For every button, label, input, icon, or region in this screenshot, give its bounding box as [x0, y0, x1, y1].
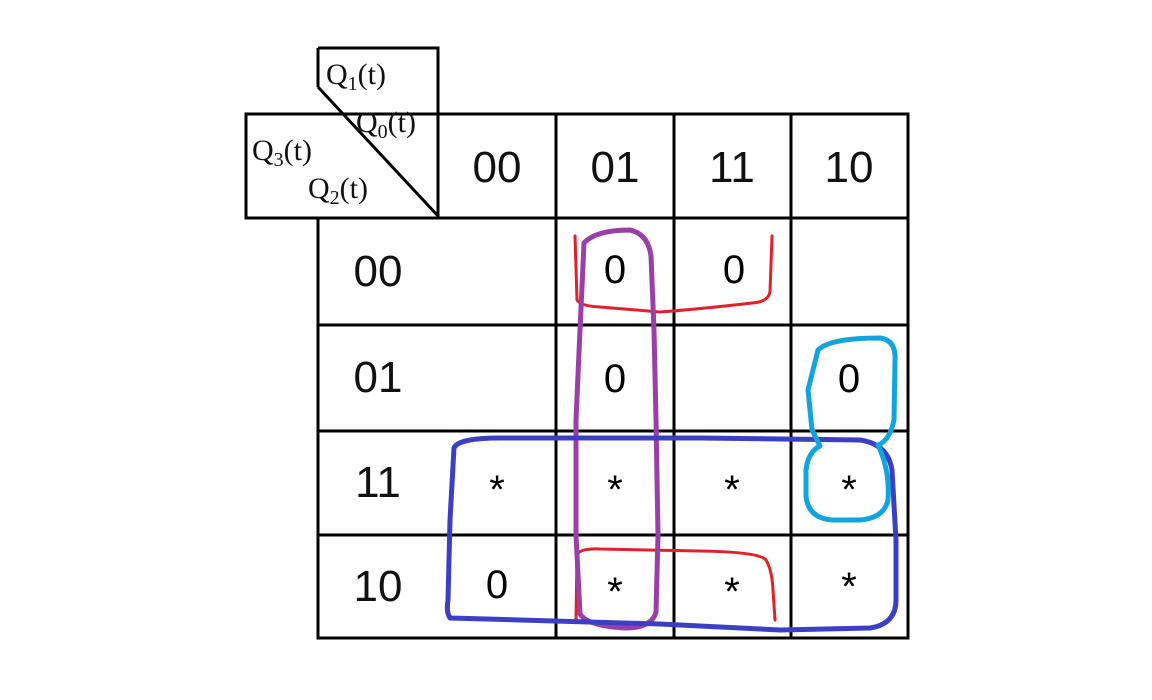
blue-group — [444, 435, 899, 633]
cell-value: * — [841, 565, 857, 609]
row-headers: 00 01 11 10 — [354, 247, 403, 611]
cell-value: * — [841, 468, 857, 512]
row-header: 01 — [354, 353, 403, 402]
row-header: 11 — [355, 458, 401, 507]
cell-value: * — [724, 468, 740, 512]
red-bottom-group — [574, 547, 777, 622]
corner-bottom-variable: Q2(t) — [308, 172, 368, 209]
cell-value: 0 — [723, 248, 745, 292]
map-grid — [316, 112, 910, 640]
corner-right-variable: Q0(t) — [356, 106, 416, 143]
cell-value: 0 — [604, 248, 626, 292]
corner-top-variable: Q1(t) — [326, 58, 386, 95]
column-header: 10 — [825, 143, 874, 192]
cell-value: 0 — [486, 563, 508, 607]
cell-value: * — [607, 468, 623, 512]
cell-value: 0 — [604, 357, 626, 401]
red-top-group — [573, 234, 774, 314]
cyan-group — [803, 335, 898, 523]
row-header: 00 — [354, 247, 403, 296]
column-headers: 00 01 11 10 — [473, 143, 874, 192]
groupings — [444, 227, 899, 633]
cell-value: * — [724, 570, 740, 614]
column-header: 01 — [591, 143, 640, 192]
column-header: 00 — [473, 143, 522, 192]
corner-left-variable: Q3(t) — [252, 134, 312, 171]
map-cells: 0 0 0 0 * * * * 0 * * * — [486, 248, 860, 614]
corner-header: Q1(t) Q0(t) Q3(t) Q2(t) — [244, 46, 440, 220]
cell-value: * — [489, 468, 505, 512]
row-header: 10 — [354, 562, 403, 611]
cell-value: * — [607, 570, 623, 614]
column-header: 11 — [709, 143, 755, 192]
cell-value: 0 — [838, 357, 860, 401]
